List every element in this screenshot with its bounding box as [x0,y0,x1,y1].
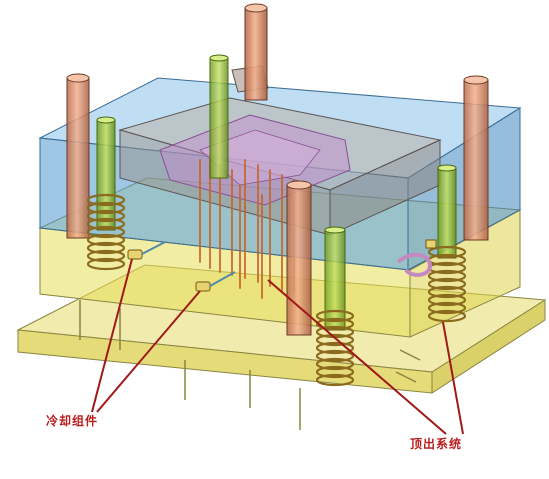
guide-pillar-front [286,180,312,336]
guide-pillar-top-center [244,3,268,101]
guide-pillar-left [66,73,90,239]
return-pin-front [324,226,346,331]
cooling-leader-lines [91,258,201,413]
cooling-fitting-left [127,241,166,260]
guide-pillar-right [463,75,489,241]
ejection-leader-lines [267,279,464,435]
cavity-insert [118,65,442,236]
return-pin-right [437,164,457,259]
cooling-hose-right [396,239,437,277]
support-pins [79,300,421,430]
cooling-fitting-center [195,271,236,292]
ejection-system-label: 顶出系统 [410,437,463,451]
return-pin-mid [209,54,229,179]
cooling-components-label: 冷却组件 [46,414,99,428]
spring-left [86,193,126,271]
spring-front [315,309,355,387]
